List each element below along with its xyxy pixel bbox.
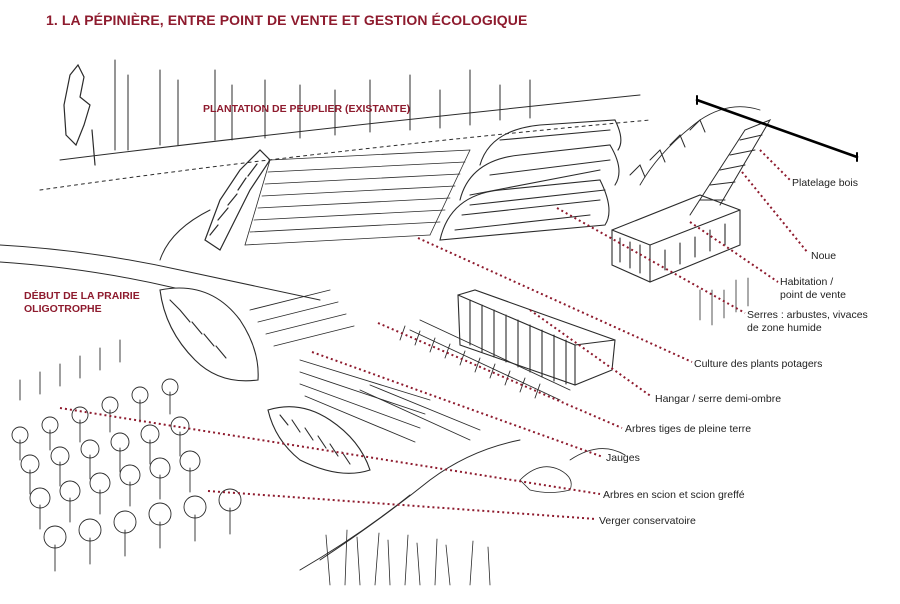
callout-verger: Verger conservatoire	[599, 515, 696, 527]
zone-label-prairie-line2: OLIGOTROPHE	[24, 303, 102, 315]
callout-culture: Culture des plants potagers	[694, 358, 823, 370]
callout-serres-line2: de zone humide	[747, 322, 822, 334]
leader-jauges	[311, 351, 604, 458]
callout-noue: Noue	[811, 250, 837, 262]
page-title: 1. LA PÉPINIÈRE, ENTRE POINT DE VENTE ET…	[46, 12, 528, 28]
callout-hangar: Hangar / serre demi-ombre	[655, 393, 782, 405]
greenhouses	[439, 119, 622, 241]
callout-arbres-tiges: Arbres tiges de pleine terre	[625, 423, 752, 435]
leader-arbres-scion	[59, 407, 601, 495]
callout-habitation-line2: point de vente	[780, 289, 846, 301]
poplar-plantation	[39, 59, 651, 191]
platelage-bar	[695, 98, 859, 159]
paths	[0, 209, 521, 571]
hedge-left	[63, 63, 271, 251]
leader-habitation	[689, 221, 779, 283]
leader-platelage	[759, 149, 791, 181]
callout-serres: Serres : arbustes, vivaces de zone humid…	[747, 309, 868, 335]
callout-arbres-scion: Arbres en scion et scion greffé	[603, 489, 745, 501]
callout-habitation-line1: Habitation /	[780, 276, 834, 288]
callout-habitation: Habitation / point de vente	[780, 276, 846, 302]
leader-serres	[556, 207, 746, 314]
callout-jauges: Jauges	[606, 452, 640, 464]
habitation-building	[611, 194, 741, 283]
leader-verger	[207, 490, 597, 520]
crop-rows	[244, 149, 471, 246]
callout-platelage: Platelage bois	[792, 177, 858, 189]
boardwalk	[629, 106, 772, 216]
leader-culture	[417, 237, 693, 363]
leader-hangar	[529, 309, 653, 398]
leader-lines	[59, 149, 809, 520]
reeds	[325, 277, 749, 586]
hedge-centre	[159, 287, 371, 474]
zone-label-poplar: PLANTATION DE PEUPLIER (EXISTANTE)	[203, 103, 411, 115]
zone-label-prairie-line1: DÉBUT DE LA PRAIRIE	[24, 290, 140, 302]
orchard-trees	[11, 339, 242, 572]
zone-label-prairie: DÉBUT DE LA PRAIRIE OLIGOTROPHE	[24, 290, 140, 316]
callout-serres-line1: Serres : arbustes, vivaces	[747, 309, 868, 321]
leader-arbres-tiges	[377, 322, 623, 429]
hangar	[457, 289, 616, 386]
